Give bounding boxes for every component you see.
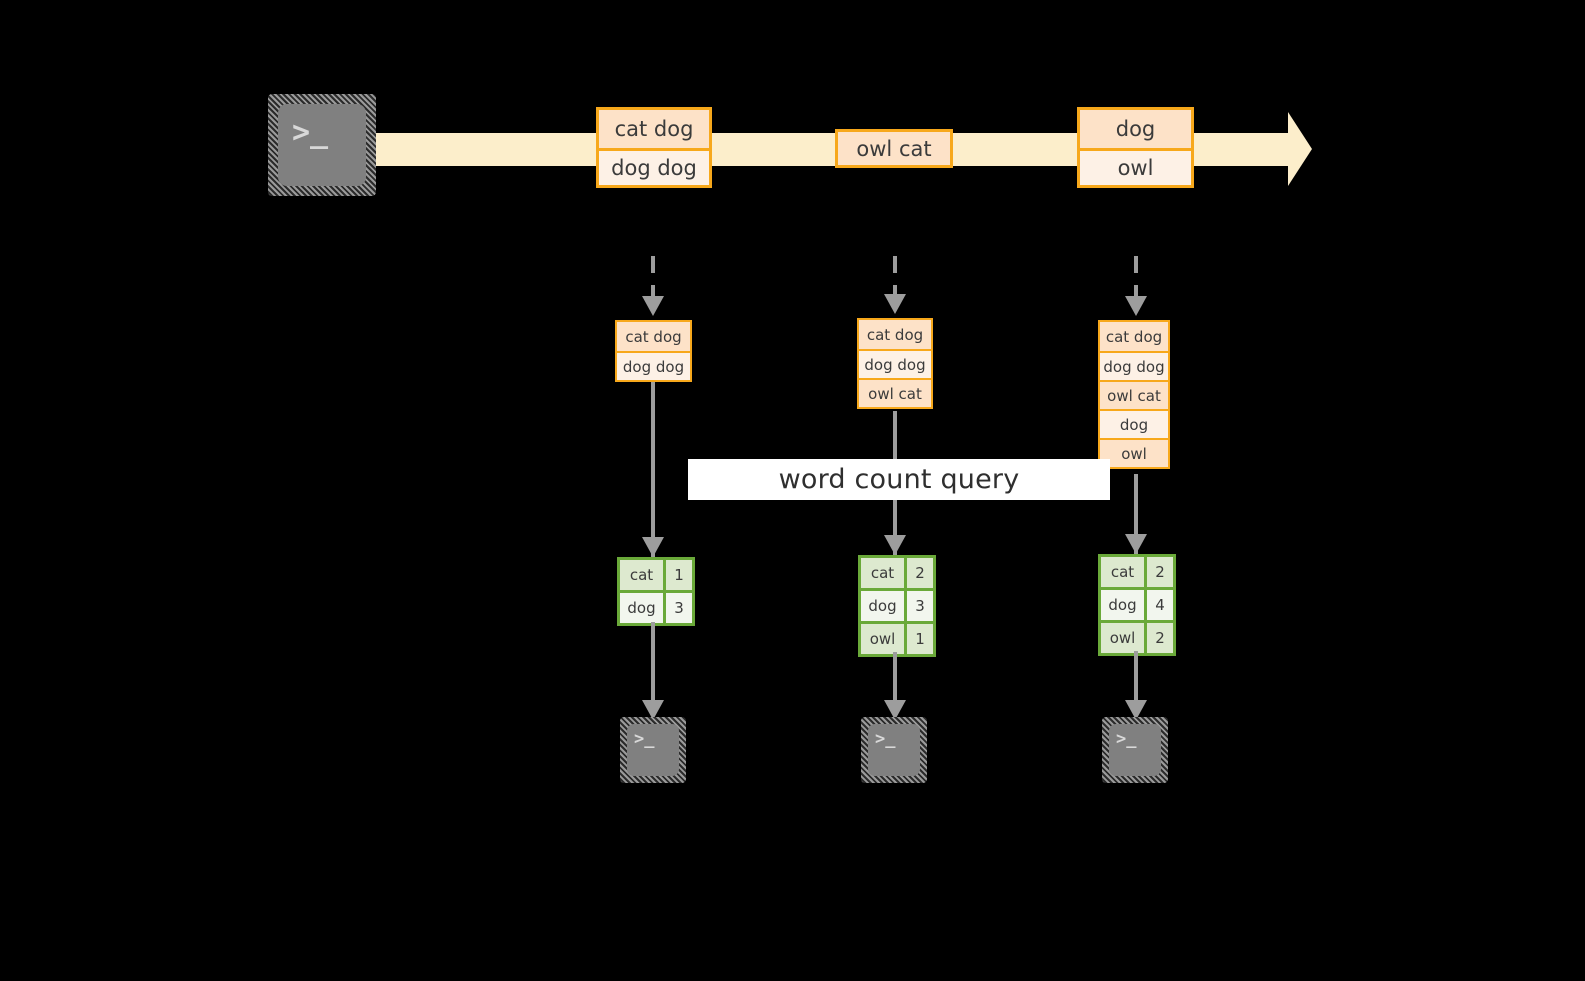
sink-terminal-icon-t1: >_ [620,717,686,783]
input-record: dog dog [617,351,690,380]
ingest-dashed-line-t3 [1134,256,1138,296]
terminal-screen: >_ [1109,724,1161,776]
source-terminal-icon: >_ [268,94,376,196]
sink-line-t3 [1134,651,1138,700]
sink-line-t2 [893,652,897,700]
result-count: 2 [907,558,933,588]
terminal-screen: >_ [627,724,679,776]
ingest-dashed-line-t1 [651,256,655,296]
table-row: dog 4 [1101,587,1173,620]
table-row: owl 1 [861,621,933,654]
result-count: 4 [1147,590,1173,620]
result-table-t3: cat 2 dog 4 owl 2 [1098,554,1176,656]
input-record: owl [1100,438,1168,467]
dashed-down-arrow-icon-t1 [642,296,664,316]
stream-record: owl cat [838,132,950,165]
down-arrow-icon-sink-t1 [642,700,664,720]
sink-terminal-icon-t2: >_ [861,717,927,783]
result-count: 2 [1147,623,1173,653]
stream-batch-2: owl cat [835,129,953,168]
stream-record: owl [1080,147,1191,185]
down-arrow-icon-t3 [1125,534,1147,554]
result-count: 3 [666,593,692,623]
sink-terminal-icon-t3: >_ [1102,717,1168,783]
stream-record: dog [1080,110,1191,148]
input-record: cat dog [859,320,931,349]
input-record: cat dog [617,322,690,351]
table-row: dog 3 [620,590,692,623]
result-table-t2: cat 2 dog 3 owl 1 [858,555,936,657]
input-record: owl cat [859,378,931,407]
down-arrow-icon-t2 [884,535,906,555]
process-line-t3 [1134,474,1138,554]
query-band-label: word count query [778,464,1020,495]
terminal-prompt-glyph: >_ [1116,729,1137,749]
ingest-dashed-line-t2 [893,256,897,294]
down-arrow-icon-t1 [642,537,664,557]
result-word: owl [1101,623,1147,653]
dashed-down-arrow-icon-t3 [1125,296,1147,316]
terminal-prompt-glyph: >_ [875,729,896,749]
process-line-t1 [651,382,655,557]
table-row: dog 3 [861,588,933,621]
result-count: 1 [666,560,692,590]
result-count: 2 [1147,557,1173,587]
table-row: cat 2 [861,558,933,588]
result-word: dog [861,591,907,621]
result-count: 1 [907,624,933,654]
result-word: cat [861,558,907,588]
input-record: owl cat [1100,380,1168,409]
result-word: cat [620,560,666,590]
input-record: dog [1100,409,1168,438]
table-row: cat 2 [1101,557,1173,587]
stream-record: cat dog [599,110,709,148]
accumulated-input-t2: cat dog dog dog owl cat [857,318,933,409]
stream-batch-1: cat dog dog dog [596,107,712,188]
down-arrow-icon-sink-t2 [884,700,906,720]
result-word: owl [861,624,907,654]
result-word: dog [1101,590,1147,620]
dashed-down-arrow-icon-t2 [884,294,906,314]
result-word: dog [620,593,666,623]
terminal-screen: >_ [868,724,920,776]
terminal-prompt-glyph: >_ [292,115,329,150]
accumulated-input-t3: cat dog dog dog owl cat dog owl [1098,320,1170,469]
input-record: dog dog [1100,351,1168,380]
result-table-t1: cat 1 dog 3 [617,557,695,626]
terminal-prompt-glyph: >_ [634,729,655,749]
result-word: cat [1101,557,1147,587]
input-record: cat dog [1100,322,1168,351]
stream-arrow-head-icon [1288,112,1312,186]
down-arrow-icon-sink-t3 [1125,700,1147,720]
input-record: dog dog [859,349,931,378]
terminal-screen: >_ [278,104,366,186]
stream-batch-3: dog owl [1077,107,1194,188]
table-row: cat 1 [620,560,692,590]
result-count: 3 [907,591,933,621]
stream-record: dog dog [599,147,709,185]
query-band: word count query [688,459,1110,500]
sink-line-t1 [651,622,655,700]
table-row: owl 2 [1101,620,1173,653]
accumulated-input-t1: cat dog dog dog [615,320,692,382]
